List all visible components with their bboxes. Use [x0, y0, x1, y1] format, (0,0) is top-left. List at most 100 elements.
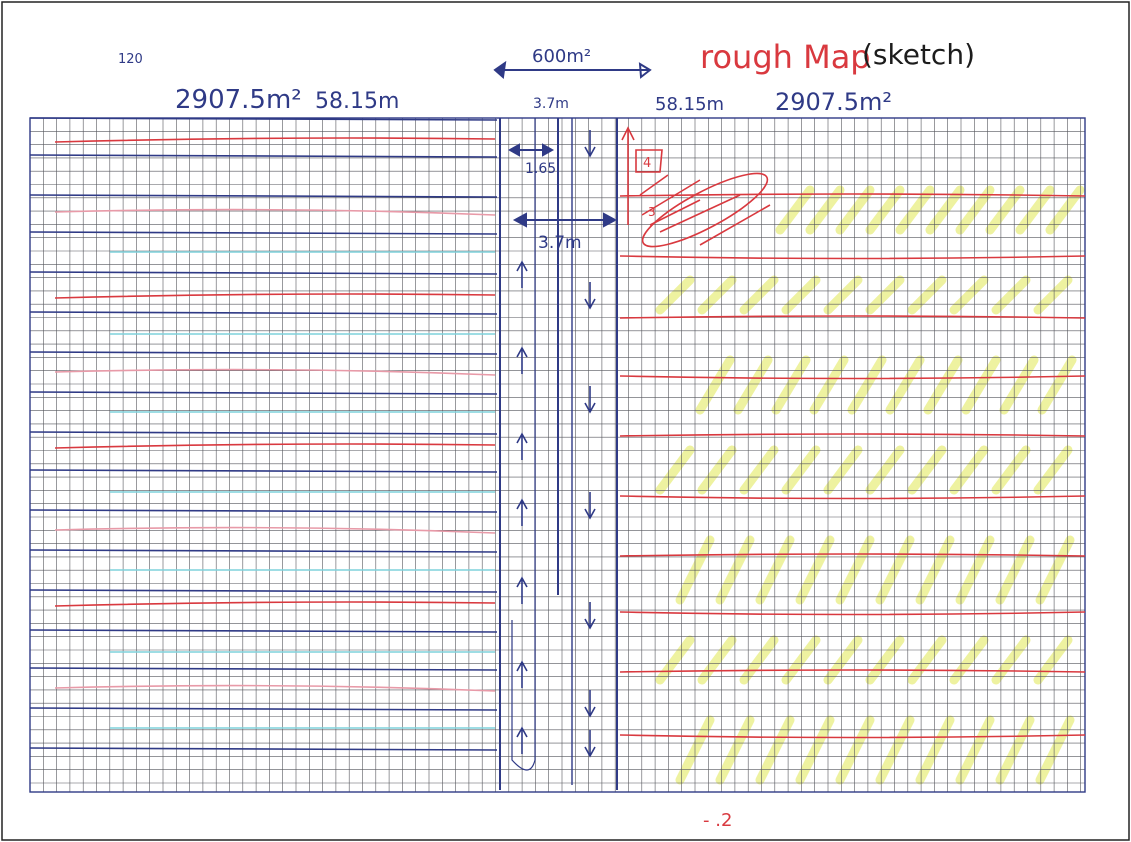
road-width-label: 3.7m — [533, 96, 569, 112]
left-plot-line — [29, 194, 498, 198]
highlight-stroke — [847, 355, 887, 415]
arrow-up-icon — [516, 432, 528, 460]
highlight-stroke — [655, 445, 695, 495]
left-plot-line — [29, 311, 498, 315]
road-loop-line — [511, 118, 536, 771]
left-plot-line — [29, 509, 498, 513]
left-plot-line — [29, 154, 498, 158]
arrowhead — [507, 143, 520, 157]
highlight-stroke — [1015, 185, 1055, 235]
highlight-stroke — [865, 275, 905, 315]
highlight-stroke — [771, 355, 811, 415]
plot-boundary-lines — [29, 117, 1086, 751]
left-plot-line — [29, 271, 498, 275]
highlight-stroke — [781, 635, 821, 685]
right-red-line — [619, 375, 1086, 380]
left-plot-line — [29, 431, 498, 435]
crossing-width-label: 3.7m — [538, 233, 582, 253]
footer-mark: - .2 — [703, 810, 732, 831]
red-corner-sketch — [621, 126, 771, 248]
right-red-line — [619, 611, 1086, 616]
arrowhead-right — [638, 62, 652, 79]
highlight-stroke — [823, 635, 863, 685]
highlight-stroke — [949, 635, 989, 685]
highlight-stroke — [655, 635, 695, 685]
highlight-stroke — [923, 355, 963, 415]
annotations: 120 rough Map (sketch) 600m² 2907.5m² 58… — [118, 38, 975, 831]
left-plot-line — [29, 667, 498, 671]
left-plot-line — [29, 549, 498, 553]
left-plot-line — [29, 707, 498, 711]
page-number: 120 — [118, 52, 143, 67]
arrow-down-icon — [584, 282, 596, 310]
arrow-down-icon — [584, 386, 596, 414]
right-red-line — [619, 433, 1086, 437]
right-red-line — [619, 553, 1086, 557]
arrow-up-icon — [516, 498, 528, 526]
right-red-line — [619, 495, 1086, 500]
highlight-stroke — [697, 275, 737, 315]
left-red-line — [54, 601, 496, 607]
highlight-stroke — [865, 445, 905, 495]
right-red-line — [619, 734, 1086, 739]
highlight-stroke — [999, 355, 1039, 415]
arrow-down-icon — [584, 130, 596, 158]
left-plot-line — [29, 747, 498, 751]
highlight-stroke — [835, 185, 875, 235]
highlight-stroke — [949, 275, 989, 315]
highlight-stroke — [865, 185, 905, 235]
corner-hatching — [639, 174, 771, 246]
highlight-stroke — [823, 445, 863, 495]
left-plot-line — [29, 629, 498, 633]
arrow-down-icon — [584, 602, 596, 630]
corner-box — [635, 149, 663, 173]
right-red-line — [619, 669, 1086, 673]
arrow-down-icon — [584, 690, 596, 718]
title-rough-map: rough Map — [700, 38, 871, 76]
highlight-stroke — [885, 355, 925, 415]
right-red-line — [619, 193, 1086, 197]
arrow-up-icon — [516, 660, 528, 688]
highlight-stroke — [695, 355, 735, 415]
corner-mark-3: 3 — [648, 205, 656, 219]
arrow-up-icon — [516, 346, 528, 374]
highlight-stroke — [955, 185, 995, 235]
highlight-stroke — [733, 355, 773, 415]
arrowhead — [512, 212, 527, 228]
title-sketch: (sketch) — [862, 38, 975, 71]
highlight-stroke — [1033, 445, 1073, 495]
total-area-label: 600m² — [532, 46, 591, 67]
highlight-stroke — [697, 445, 737, 495]
highlight-stroke — [1045, 185, 1085, 235]
left-red-line — [54, 208, 496, 216]
arrow-down-icon — [584, 730, 596, 758]
left-plot-line — [29, 589, 498, 593]
left-red-line — [54, 443, 496, 449]
highlight-stroke — [1037, 355, 1077, 415]
arrow-up-icon — [516, 260, 528, 288]
highlight-stroke — [907, 275, 947, 315]
highlight-stroke — [781, 445, 821, 495]
highlight-stroke — [985, 185, 1025, 235]
left-plot-line — [29, 231, 498, 235]
traffic-arrows — [516, 130, 596, 758]
arrow-up-icon — [516, 576, 528, 604]
left-red-line — [54, 526, 496, 534]
left-red-line — [54, 684, 496, 692]
arrowhead — [603, 212, 618, 228]
road-boundaries — [499, 118, 618, 790]
left-length-label: 58.15m — [315, 89, 399, 114]
corner-mark-4: 4 — [643, 156, 651, 171]
highlight-stroke — [907, 445, 947, 495]
corner-arrowhead — [621, 126, 635, 141]
measurement-arrows — [493, 60, 652, 228]
highlight-stroke — [697, 635, 737, 685]
highlight-stroke — [895, 185, 935, 235]
highlight-stroke — [775, 185, 815, 235]
median-gap-label: 1.65 — [525, 161, 556, 177]
highlight-stroke — [655, 275, 695, 315]
arrow-down-icon — [584, 492, 596, 520]
